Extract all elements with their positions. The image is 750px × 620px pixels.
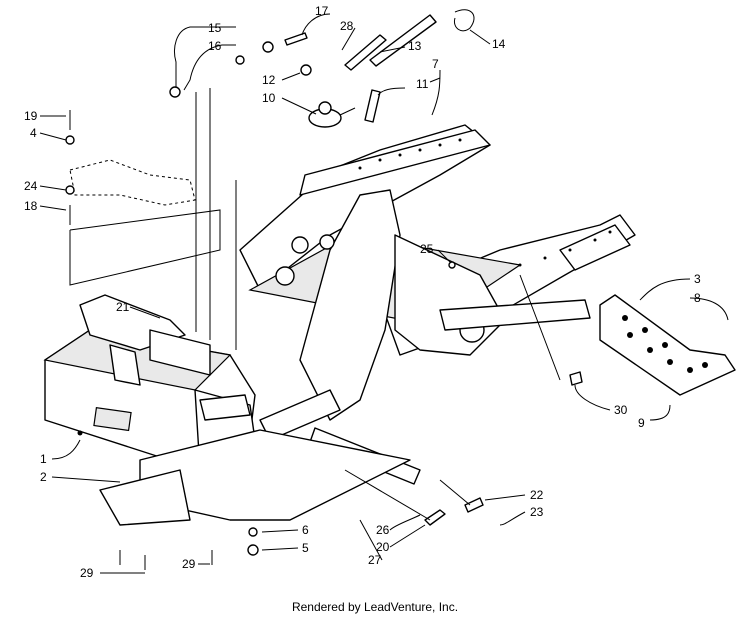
callout-29-right: 29 [182,557,196,571]
callout-11: 11 [416,77,429,91]
callout-4: 4 [30,126,37,140]
callout-19: 19 [24,109,38,123]
hoses [344,14,437,123]
rear-bumper-plate [599,294,736,396]
chassis-frame [43,124,636,526]
callout-15: 15 [208,21,222,35]
callout-29-left: 29 [80,566,94,580]
callout-26: 26 [376,523,390,537]
fuel-fitting [308,101,356,128]
callout-8: 8 [694,291,701,305]
callout-16: 16 [208,39,222,53]
callout-9: 9 [638,416,645,430]
fasteners [65,32,583,570]
callout-1: 1 [40,452,47,466]
callout-10: 10 [262,91,276,105]
dashed-bracket [69,159,196,206]
callout-30: 30 [614,403,628,417]
callout-2: 2 [40,470,47,484]
callout-17: 17 [315,4,329,18]
callout-21: 21 [116,300,130,314]
callout-20: 20 [376,540,390,554]
callout-14: 14 [492,37,506,51]
callout-7: 7 [432,57,439,71]
callout-13: 13 [408,39,422,53]
callout-28: 28 [340,19,354,33]
callout-5: 5 [302,541,309,555]
callout-23: 23 [530,505,544,519]
callout-6: 6 [302,523,309,537]
callout-labels: 15 16 17 28 13 14 7 12 11 10 19 4 24 18 … [24,4,701,580]
footer-credit: Rendered by LeadVenture, Inc. [291,600,459,614]
clamp-ring [453,9,475,32]
callout-18: 18 [24,199,38,213]
callout-27: 27 [368,553,382,567]
callout-22: 22 [530,488,544,502]
callout-12: 12 [262,73,276,87]
callout-25: 25 [420,242,434,256]
callout-3: 3 [694,272,701,286]
callout-24: 24 [24,179,38,193]
leader-lines [39,13,729,574]
